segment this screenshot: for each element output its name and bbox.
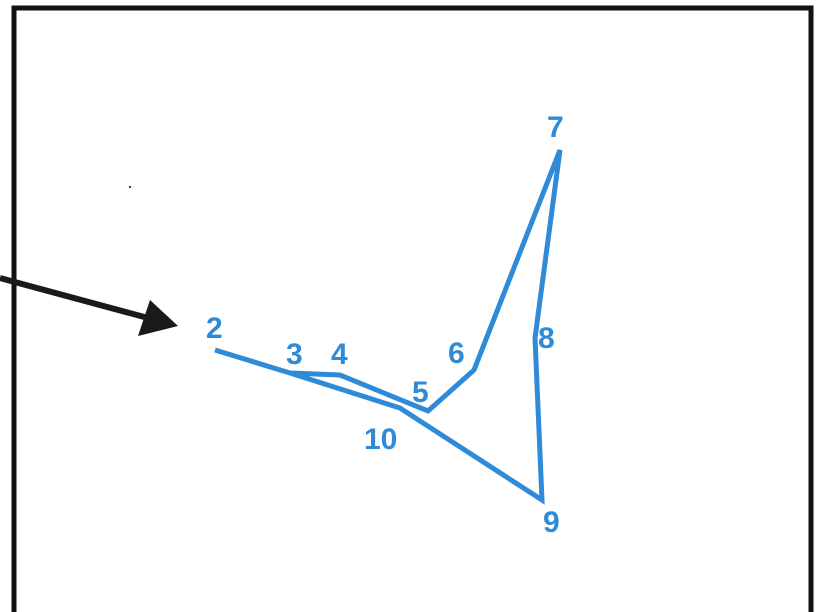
- shape-outline: [214, 149, 563, 505]
- vertex-label-6: 6: [448, 337, 465, 370]
- pointer-arrow-head: [138, 300, 178, 336]
- speck-dot: [128, 185, 132, 189]
- vertex-label-8: 8: [538, 322, 555, 355]
- vertex-label-2: 2: [206, 312, 223, 345]
- vertex-label-7: 7: [547, 111, 564, 144]
- vertex-label-10: 10: [364, 423, 397, 456]
- frame-border: [11, 5, 814, 612]
- vertex-label-3: 3: [286, 338, 303, 371]
- vertex-label-4: 4: [331, 338, 348, 371]
- vertex-label-9: 9: [543, 506, 560, 539]
- pointer-arrow-shaft: [0, 275, 149, 321]
- vertex-label-5: 5: [412, 376, 429, 409]
